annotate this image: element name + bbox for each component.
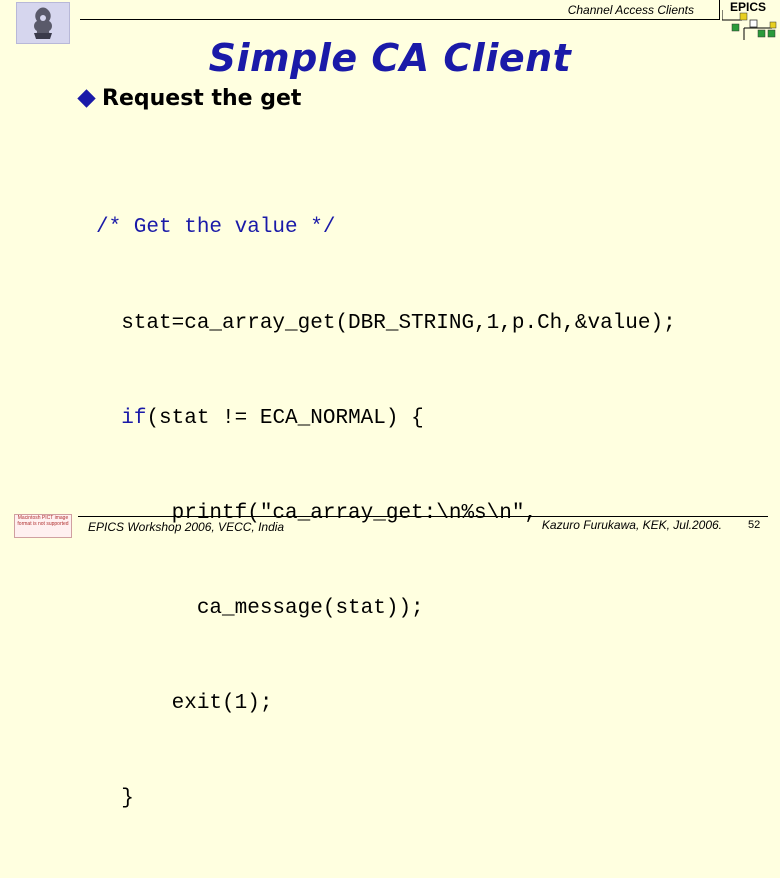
code-line: ca_message(stat)); [96, 596, 424, 620]
header-divider-vertical [719, 0, 720, 20]
header-divider [80, 19, 720, 20]
slide-title: Simple CA Client [208, 36, 572, 80]
footer-author: Kazuro Furukawa, KEK, Jul.2006. [541, 518, 722, 532]
page-number: 52 [748, 519, 761, 531]
section-label: Channel Access Clients [567, 3, 694, 17]
code-line: if(stat != ECA_NORMAL) { [121, 406, 424, 430]
code-line: stat=ca_array_get(DBR_STRING,1,p.Ch,&val… [96, 311, 676, 335]
code-line: /* Get the value */ [96, 216, 336, 240]
footer-event: EPICS Workshop 2006, VECC, India [88, 520, 285, 534]
code-keyword: if [121, 406, 147, 430]
bullet-text: Request the get [102, 86, 302, 111]
diamond-bullet-icon [77, 89, 96, 108]
emblem-icon [16, 2, 70, 44]
slide: Channel Access Clients EPICS Simple CA C… [14, 0, 778, 810]
footer-divider [78, 516, 768, 517]
code-line: printf("ca_array_get:\n%s\n", [96, 501, 538, 525]
unsupported-image-placeholder: Macintosh PICT image format is not suppo… [14, 514, 72, 538]
epics-logo: EPICS [722, 0, 778, 46]
epics-logo-text: EPICS [730, 0, 767, 14]
code-block: /* Get the value */ stat=ca_array_get(DB… [96, 149, 676, 878]
code-line: } [96, 786, 134, 810]
bullet-item: Request the get [77, 86, 302, 111]
code-line: exit(1); [96, 691, 273, 715]
